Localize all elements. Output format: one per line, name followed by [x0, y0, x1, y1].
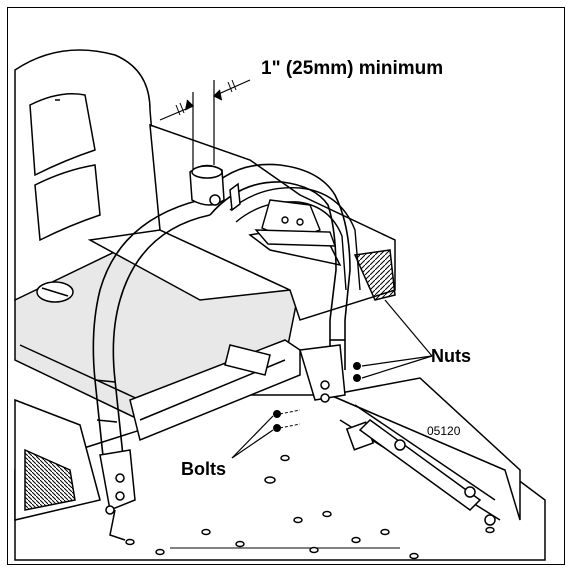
- bolts-label: Bolts: [181, 459, 226, 479]
- bolt-upper: [273, 410, 281, 418]
- rear-rops-tube: [229, 186, 361, 291]
- figure-frame: [7, 7, 565, 565]
- under-seat-frame: [129, 339, 301, 442]
- nuts: [353, 362, 361, 382]
- left-lower-panel: [14, 398, 101, 521]
- clearance-label: 1" (25mm) minimum: [261, 58, 444, 79]
- nuts-leader-lower: [361, 355, 433, 379]
- nuts-leader-side: [384, 299, 433, 357]
- nuts-label: Nuts: [431, 346, 471, 366]
- bolts: [273, 409, 301, 432]
- nut-upper: [353, 362, 361, 370]
- clearance-dimension: [159, 79, 251, 170]
- nut-lower: [353, 374, 361, 382]
- right-side-rail: [327, 377, 521, 526]
- bolt-lower: [273, 424, 281, 432]
- seat-latch: [254, 199, 337, 247]
- right-mount-bracket: [299, 344, 346, 403]
- pivot-hinge: [189, 164, 241, 212]
- bolts-leader-upper: [231, 415, 274, 459]
- figure-code-label: 05120: [427, 424, 461, 438]
- left-mount-bracket: [99, 449, 136, 541]
- bolts-leader-lower: [231, 429, 274, 459]
- nuts-leader-upper: [361, 355, 433, 367]
- callout-leaders: [231, 299, 433, 459]
- left-rops-tube: [92, 199, 211, 476]
